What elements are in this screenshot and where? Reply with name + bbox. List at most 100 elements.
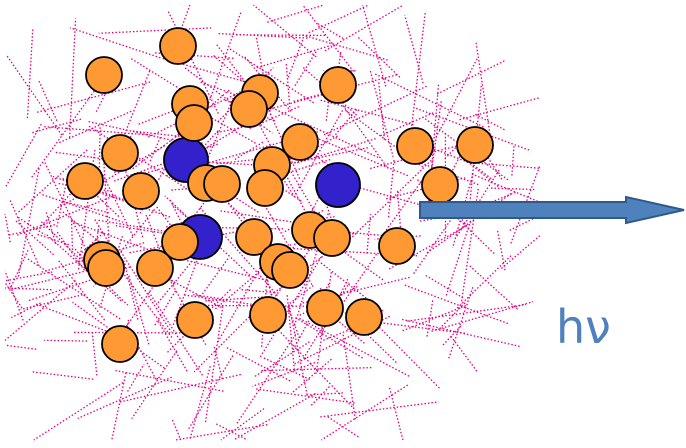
string-segment xyxy=(99,28,212,33)
string-segment xyxy=(389,159,395,218)
string-segment xyxy=(316,23,343,39)
orange-particle xyxy=(272,252,308,288)
string-segment xyxy=(512,145,514,175)
string-segment xyxy=(295,52,317,87)
orange-particle xyxy=(250,297,286,333)
orange-particle xyxy=(379,228,415,264)
string-segment xyxy=(32,119,81,133)
string-segment xyxy=(34,383,123,440)
string-segment xyxy=(321,100,414,125)
string-segment xyxy=(128,364,144,392)
string-segment xyxy=(5,214,10,242)
string-segment xyxy=(267,5,324,22)
string-segment xyxy=(31,372,93,380)
string-segment xyxy=(70,28,160,58)
string-segment xyxy=(234,394,316,441)
string-segment xyxy=(498,231,506,271)
orange-particle xyxy=(422,167,458,203)
orange-particle xyxy=(102,326,138,362)
string-segment xyxy=(5,345,36,349)
string-segment xyxy=(208,11,242,107)
string-segment xyxy=(120,374,242,402)
string-segment xyxy=(402,319,521,346)
string-segment xyxy=(173,420,181,440)
string-segment xyxy=(446,213,473,295)
string-segment xyxy=(72,220,73,250)
orange-particle xyxy=(346,299,382,335)
string-segment xyxy=(306,393,343,395)
string-segment xyxy=(256,389,355,403)
photon-label: hν xyxy=(556,300,611,354)
string-segment xyxy=(373,73,483,127)
orange-particle xyxy=(123,173,159,209)
string-segment xyxy=(44,340,87,341)
string-segment xyxy=(11,268,97,289)
string-segment xyxy=(214,56,249,86)
string-segment xyxy=(405,285,509,324)
orange-particle xyxy=(247,170,283,206)
string-segment xyxy=(5,272,52,281)
string-segment xyxy=(328,417,359,438)
string-segment xyxy=(124,71,150,137)
particle-cluster xyxy=(67,28,493,362)
orange-particle xyxy=(307,290,343,326)
string-segment xyxy=(10,200,39,266)
string-segment xyxy=(92,333,97,376)
string-segment xyxy=(10,250,28,288)
emission-arrow xyxy=(420,197,684,223)
orange-particle xyxy=(457,127,493,163)
string-segment xyxy=(257,45,331,67)
orange-particle xyxy=(176,105,212,141)
orange-particle xyxy=(177,302,213,338)
string-segment xyxy=(193,295,222,299)
string-segment xyxy=(460,98,541,120)
string-segment xyxy=(227,348,292,382)
string-segment xyxy=(475,163,540,168)
string-segment xyxy=(491,188,534,189)
blue-particle xyxy=(316,163,360,207)
string-segment xyxy=(112,373,126,440)
orange-particle xyxy=(397,128,433,164)
string-segment xyxy=(235,35,325,36)
string-segment xyxy=(320,402,438,417)
string-segment xyxy=(124,261,138,320)
string-segment xyxy=(78,377,172,418)
string-segment xyxy=(437,60,506,94)
string-segment xyxy=(309,5,369,33)
arrow-shape xyxy=(420,197,684,223)
string-segment xyxy=(46,212,56,245)
orange-particle xyxy=(137,250,173,286)
orange-particle xyxy=(67,163,103,199)
string-segment xyxy=(288,38,303,77)
string-segment xyxy=(390,388,403,440)
orange-particle xyxy=(314,220,350,256)
string-segment xyxy=(187,261,269,281)
string-segment xyxy=(11,303,40,318)
orange-particle xyxy=(204,166,240,202)
string-segment xyxy=(116,371,224,392)
string-segment xyxy=(407,305,526,322)
string-segment xyxy=(175,425,267,440)
string-segment xyxy=(432,302,534,332)
string-segment xyxy=(254,5,317,57)
string-network xyxy=(5,5,540,440)
string-segment xyxy=(436,59,477,138)
string-segment xyxy=(321,385,407,440)
string-segment xyxy=(343,335,355,420)
string-segment xyxy=(255,341,310,376)
orange-particle xyxy=(320,67,356,103)
string-segment xyxy=(70,18,76,137)
string-segment xyxy=(501,236,540,269)
string-segment xyxy=(99,127,100,172)
string-segment xyxy=(5,283,22,309)
string-segment xyxy=(334,110,357,137)
orange-particle xyxy=(102,135,138,171)
orange-particle xyxy=(86,57,122,93)
string-segment xyxy=(7,55,62,135)
string-segment xyxy=(379,82,385,140)
orange-particle xyxy=(88,250,124,286)
string-segment xyxy=(190,366,211,440)
string-segment xyxy=(27,29,32,118)
